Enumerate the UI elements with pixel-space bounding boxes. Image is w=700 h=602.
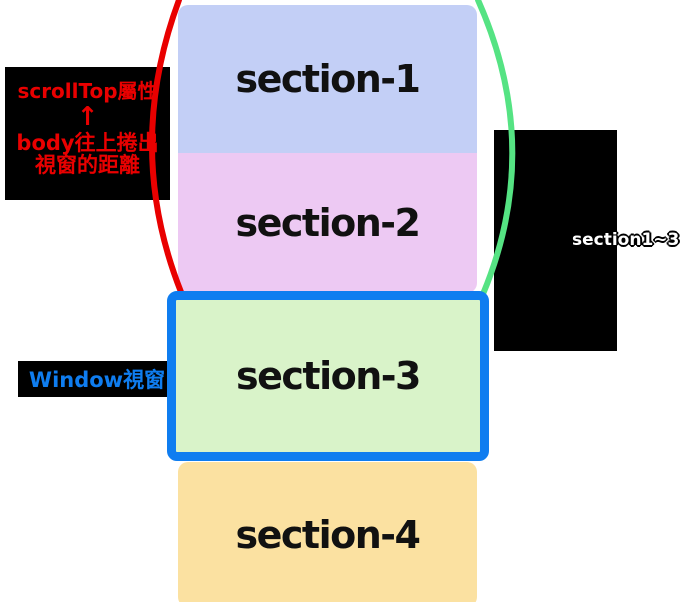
window-callout: Window視窗 (18, 361, 176, 397)
section-4-label: section-4 (235, 512, 421, 557)
section-2-block: section-2 (178, 153, 477, 293)
window-viewport-box: section-3 (167, 291, 489, 461)
section-1-block: section-1 (178, 5, 477, 153)
section-4-block: section-4 (178, 462, 477, 602)
section-3-label: section-3 (236, 354, 421, 398)
window-label: Window視窗 (28, 368, 166, 392)
arrow-up-icon: ↑ (76, 102, 99, 132)
section-1-label: section-1 (235, 57, 421, 101)
scrolltop-callout: scrollTop屬性 ↑ body往上捲出 視窗的距離 (5, 67, 170, 200)
scrolltop-line2: 視窗的距離 (35, 153, 140, 177)
sections-range-callout: section1~3 (494, 130, 679, 351)
scrolltop-title: scrollTop屬性 (17, 79, 158, 103)
sections-range-label: section1~3 (572, 230, 680, 250)
section-2-label: section-2 (235, 201, 421, 245)
scrolltop-line1: body往上捲出 (16, 131, 159, 155)
